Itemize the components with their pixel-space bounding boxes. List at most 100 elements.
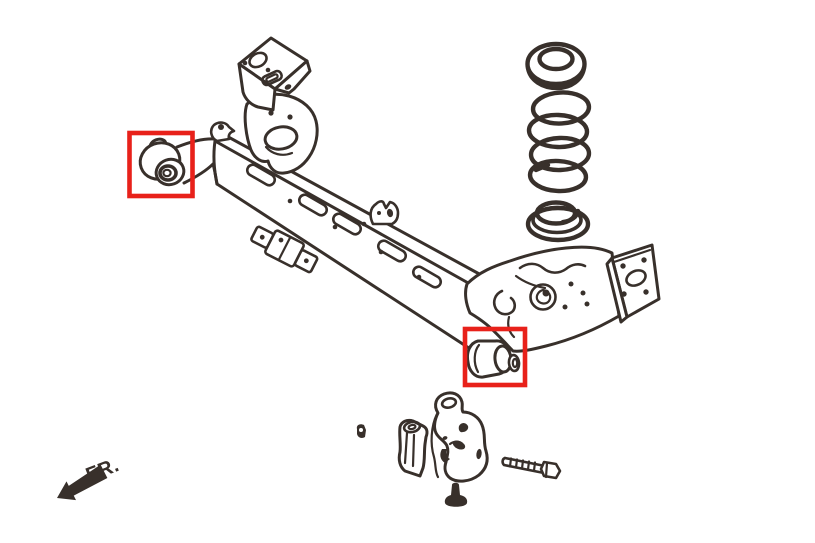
plate-hole <box>641 257 647 263</box>
arm-hook-dot <box>218 124 224 130</box>
left-mount-bracket <box>237 36 312 112</box>
side-bracket-ribs <box>403 431 416 468</box>
lower-bracket-assembly <box>356 391 562 507</box>
beam-slot <box>245 163 277 187</box>
highlight-right-bushing <box>462 326 528 388</box>
bracket-claw <box>440 449 450 463</box>
bushing-hole <box>511 357 519 369</box>
lower-seat-coil-end <box>534 200 578 226</box>
bracket-oval-hole <box>248 51 268 69</box>
beam-hole <box>287 198 293 204</box>
upper-seat-lip <box>525 65 587 91</box>
mounting-bolt <box>501 456 562 480</box>
bolt-head-facet <box>544 461 549 479</box>
arm-top-line <box>175 137 218 149</box>
seat-cup-hole <box>263 125 299 151</box>
seat-boss-spiral <box>535 288 552 305</box>
bracket-side-slot <box>476 448 482 460</box>
bracket-slot <box>261 69 283 87</box>
side-bracket-hole <box>407 423 417 431</box>
plate-hole <box>620 263 626 269</box>
seat-boss-dot <box>542 289 550 297</box>
seat-hole <box>268 110 274 116</box>
seat-hole <box>580 290 586 296</box>
bracket-front-face <box>237 62 277 112</box>
arm-hook <box>209 121 236 143</box>
bracket-side-face <box>273 59 312 95</box>
plate-center-hole <box>625 269 647 287</box>
clamp-hole <box>278 237 284 243</box>
seat-fold <box>492 289 517 316</box>
bushing-hole <box>162 168 172 178</box>
beam-clip <box>369 200 400 226</box>
plate-hole <box>621 291 627 297</box>
beam-slot <box>411 265 443 289</box>
clip-dot <box>377 211 381 215</box>
seat-hole <box>568 281 574 287</box>
right-mount-bracket <box>605 243 661 324</box>
plate-hole <box>643 289 649 295</box>
right-arm-outline <box>464 245 621 353</box>
arm-bottom-line <box>182 162 219 186</box>
clamp-hole <box>303 258 309 264</box>
spring-coil <box>527 158 589 194</box>
seat-crease <box>514 274 547 290</box>
seat-lip-scallop <box>518 262 587 274</box>
clip-hole <box>386 208 394 218</box>
spring-lower-seat <box>525 200 591 243</box>
upper-seat-hole <box>537 46 575 72</box>
spring-coil <box>528 135 592 173</box>
spring-coil <box>530 90 592 126</box>
beam-clamp-bracket <box>250 225 319 274</box>
beam-bottom-edge <box>215 182 474 352</box>
bushing-contour <box>473 343 481 374</box>
side-bracket-ring <box>402 420 422 434</box>
seat-cup-outline <box>243 92 319 175</box>
beam-slot <box>331 212 363 236</box>
front-arrow-icon <box>57 464 108 501</box>
beam-ridge-edge <box>213 139 472 286</box>
plate-side-face <box>605 256 629 324</box>
beam-slot <box>376 239 408 263</box>
bracket-tri-hole <box>458 423 469 433</box>
stud-bolt <box>444 482 468 507</box>
bracket-fold-line <box>430 412 440 479</box>
spring-end-tick <box>533 162 551 173</box>
beam-slot <box>297 193 329 217</box>
bracket-hole <box>265 67 271 73</box>
clamp-hole <box>259 234 265 240</box>
seat-cup-crease <box>264 145 294 156</box>
bracket-tab-hole <box>440 397 458 409</box>
seat-boss <box>529 283 557 311</box>
beam-hole <box>416 274 422 280</box>
bolt-head <box>539 460 562 480</box>
bracket-hole <box>242 60 248 66</box>
seat-hole <box>287 114 293 120</box>
coil-spring <box>526 90 592 194</box>
seat-hole <box>562 304 568 310</box>
beam-hole <box>378 249 384 255</box>
right-spring-seat-arm <box>464 245 621 353</box>
clip-body <box>369 200 400 226</box>
spring-upper-seat <box>525 41 587 91</box>
front-direction-arrow: FR. <box>57 454 122 501</box>
bolt-threads <box>508 457 537 472</box>
bracket-stub <box>442 436 448 440</box>
retainer-clip-hole <box>359 428 363 432</box>
beam-hole <box>361 221 367 227</box>
clamp-seam <box>277 235 292 262</box>
spring-coil <box>526 112 590 150</box>
bracket-slot-inner <box>265 73 279 83</box>
seat-hole <box>584 301 590 307</box>
bracket-crease <box>448 440 464 446</box>
bracket-weld-mark <box>284 84 292 90</box>
highlight-left-bushing <box>127 130 195 199</box>
left-trailing-bushing <box>138 137 186 187</box>
beam-hole <box>332 224 338 230</box>
front-label: FR. <box>83 454 122 487</box>
lower-seat-coil-hook <box>560 208 581 225</box>
bushing-ring <box>158 164 178 182</box>
plate-edge-line <box>612 248 652 264</box>
